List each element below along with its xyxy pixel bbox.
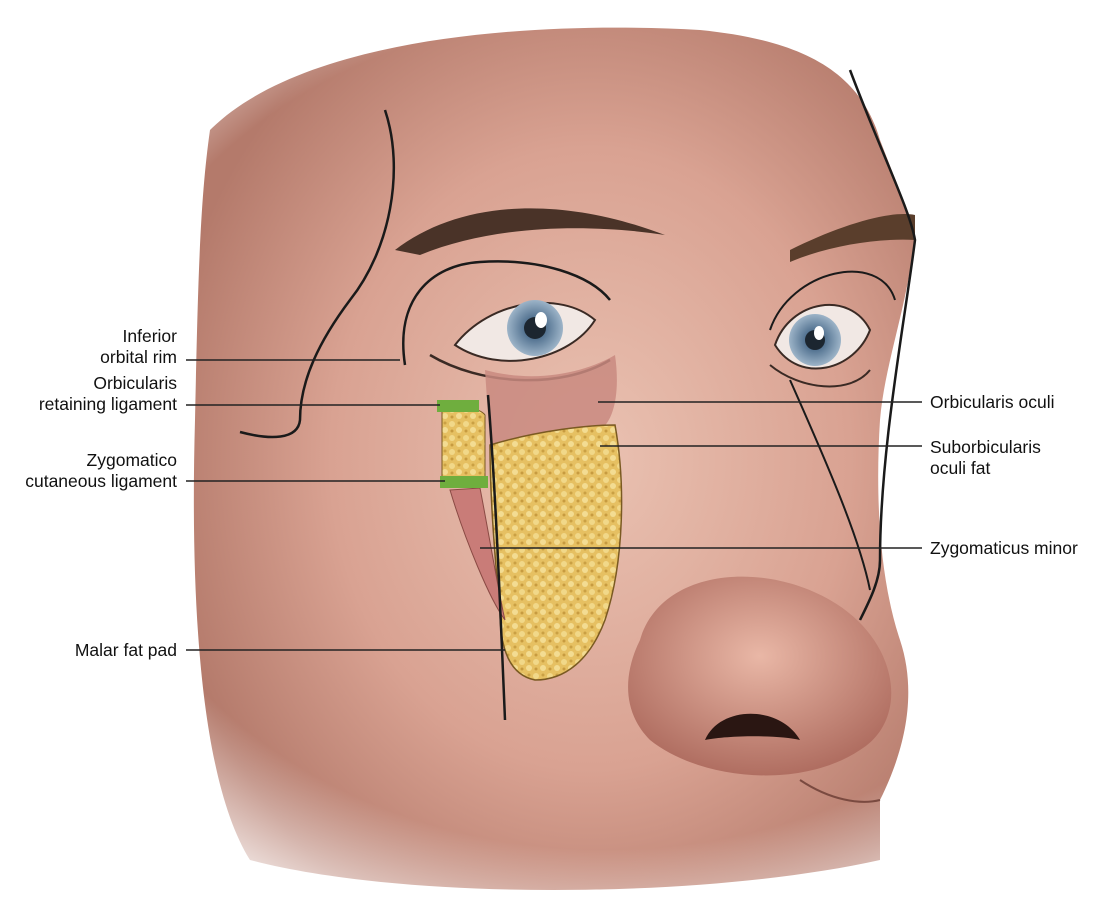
left-eye-highlight [535,312,547,328]
label-orbicularis-oculi: Orbicularis oculi [930,392,1054,413]
label-line: Orbicularis [39,373,177,394]
label-line: Inferior [100,326,177,347]
label-line: retaining ligament [39,394,177,415]
zygomatico-cutaneous-ligament-band [440,476,488,488]
label-orbicularis-retaining-ligament: Orbicularis retaining ligament [39,373,177,415]
malar-fat [442,408,485,480]
label-line: cutaneous ligament [25,471,177,492]
label-line: orbital rim [100,347,177,368]
orbicularis-retaining-ligament-band [437,400,479,412]
label-zygomaticus-minor: Zygomaticus minor [930,538,1078,559]
label-line: Zygomatico [25,450,177,471]
label-line: Orbicularis oculi [930,392,1054,413]
label-line: Malar fat pad [75,640,177,661]
label-line: Suborbicularis [930,437,1041,458]
right-eye-highlight [814,326,824,340]
label-suborbicularis-oculi-fat: Suborbicularis oculi fat [930,437,1041,479]
label-line: oculi fat [930,458,1041,479]
label-zygomatico-cutaneous-ligament: Zygomatico cutaneous ligament [25,450,177,492]
label-inferior-orbital-rim: Inferior orbital rim [100,326,177,368]
label-line: Zygomaticus minor [930,538,1078,559]
label-malar-fat-pad: Malar fat pad [75,640,177,661]
